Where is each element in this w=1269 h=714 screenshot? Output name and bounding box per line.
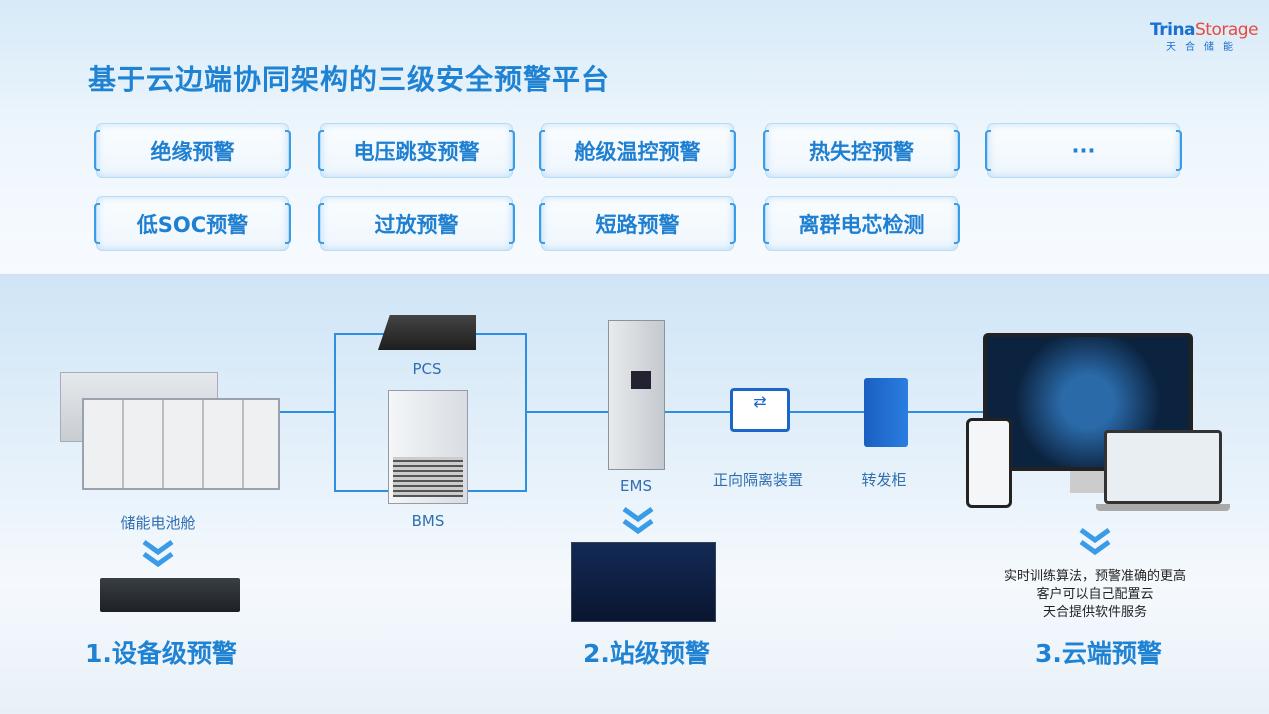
battery-label: 储能电池舱 [120,514,196,532]
chevron-down-icon [1079,527,1111,556]
bms-cabinet-icon [388,390,468,504]
trina-storage-logo: TrinaStorage 天合储能 [1150,20,1259,53]
warning-tag: 绝缘预警 [94,123,291,178]
warning-tag: 电压跳变预警 [318,123,515,178]
forward-cabinet-icon [864,378,908,447]
bms-label: BMS [411,512,445,530]
pcs-label: PCS [412,360,442,378]
chevron-down-icon [142,539,174,568]
warning-tag: 低SOC预警 [94,196,291,251]
battery-container-icon [82,398,280,490]
isolator-label: 正向隔离装置 [712,471,804,489]
chevron-down-icon [622,506,654,535]
ems-cabinet-icon [608,320,665,470]
ems-label: EMS [620,477,652,495]
warning-tag: 离群电芯检测 [763,196,960,251]
monitor-stand [1070,471,1106,493]
phone-app-icon [966,418,1012,508]
pcs-device-icon [378,315,476,350]
laptop-app-icon [1104,430,1222,504]
page-title: 基于云边端协同架构的三级安全预警平台 [88,63,611,96]
forward-cabinet-label: 转发柜 [861,471,907,489]
warning-tag: 舱级温控预警 [539,123,736,178]
warning-tag: 短路预警 [539,196,736,251]
cloud-note: 实时训练算法，预警准确的更高客户可以自己配置云天合提供软件服务 [1003,569,1187,620]
warning-tag-more: ··· [985,123,1182,178]
station-screen-icon [571,542,716,622]
warning-tag: 过放预警 [318,196,515,251]
connector-line [280,411,334,413]
warning-tag: 热失控预警 [763,123,960,178]
controller-device-icon [100,578,240,612]
laptop-base [1096,504,1230,511]
isolator-device-icon: ⇄ [730,388,790,432]
level-label-device: 1.设备级预警 [85,639,237,668]
level-label-cloud: 3.云端预警 [1035,639,1162,668]
level-label-station: 2.站级预警 [583,639,710,668]
